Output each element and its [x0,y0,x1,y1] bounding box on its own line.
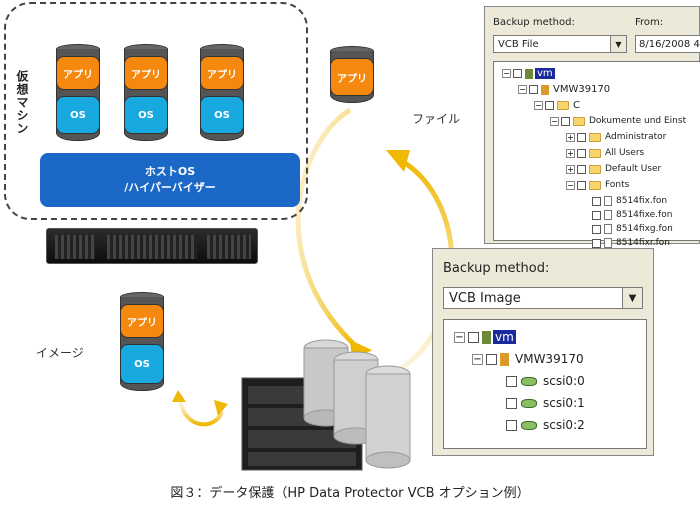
host-os-hypervisor: ホストOS /ハイパーバイザー [40,153,300,207]
os-block: OS [120,344,164,384]
file-tree: − vm − VMW39170 − C − Dokumente und Eins… [493,61,700,248]
tree-node-host[interactable]: − VMW39170 [472,352,584,366]
disk-icon [521,376,537,386]
server-icon [482,330,491,344]
image-flow-arrow [178,399,224,427]
tree-node-c[interactable]: − C [534,100,580,111]
image-loop-arrowhead-left [172,390,186,402]
tree-node-disk[interactable]: scsi0:0 [506,374,585,388]
file-icon [604,210,612,220]
tree-node-disk[interactable]: scsi0:2 [506,418,585,432]
app-block: アプリ [56,56,100,90]
disk-icon [521,398,537,408]
os-block: OS [56,96,100,134]
file-icon [604,224,612,234]
virtual-machine-label: 仮想マシン [15,70,29,135]
os-block: OS [124,96,168,134]
server-icon [500,352,509,366]
backup-server-storage-image [241,339,411,471]
chevron-down-icon[interactable]: ▼ [610,36,626,52]
app-block: アプリ [124,56,168,90]
file-backup-dialog: Backup method: From: VCB File ▼ 8/16/200… [484,6,700,248]
tree-node-disk[interactable]: scsi0:1 [506,396,585,410]
folder-icon [573,116,585,126]
tree-node-vm[interactable]: − vm [502,68,555,79]
file-icon [604,238,612,248]
app-block: アプリ [330,58,374,96]
app-block: アプリ [200,56,244,90]
from-label: From: [635,17,664,28]
backup-method-label: Backup method: [493,17,575,28]
file-label: ファイル [412,112,461,126]
file-app-cylinder: アプリ [330,46,374,104]
image-loop-arrowhead-right [214,400,228,416]
folder-icon [589,132,601,142]
rack-server-image [46,228,258,264]
from-date-field[interactable]: 8/16/2008 4 [635,35,700,53]
folder-icon [589,164,601,174]
server-icon [541,84,549,95]
tree-node-file[interactable]: 8514fixr.fon [592,238,670,248]
tree-node-vm[interactable]: − vm [454,330,516,344]
vm-icon: vm [493,330,516,344]
tree-node-file[interactable]: 8514fixe.fon [592,210,672,220]
hypervisor-text: /ハイパーバイザー [124,181,216,194]
tree-node-host[interactable]: − VMW39170 [518,84,611,95]
tree-node-dokumente[interactable]: − Dokumente und Einst [550,116,687,126]
backup-method-label: Backup method: [443,261,550,276]
vm-cylinder-2: アプリ OS [124,44,168,142]
tree-node-file[interactable]: 8514fix.fon [592,196,667,206]
storage-cylinders [303,339,411,469]
backup-method-select[interactable]: VCB File ▼ [493,35,627,53]
tree-node-administrator[interactable]: + Administrator [566,132,667,142]
tree-node-fonts[interactable]: − Fonts [566,180,630,190]
folder-icon [589,180,601,190]
os-block: OS [200,96,244,134]
vm-cylinder-3: アプリ OS [200,44,244,142]
tree-node-all-users[interactable]: + All Users [566,148,645,158]
image-vm-cylinder: アプリ OS [120,292,164,392]
file-arrowhead [386,150,410,172]
vm-icon: vm [535,68,555,79]
folder-icon [589,148,601,158]
image-label: イメージ [36,346,84,360]
chevron-down-icon[interactable]: ▼ [622,288,642,308]
virtual-machines-group [4,2,308,220]
file-icon [604,196,612,206]
disk-icon [521,420,537,430]
host-os-text: ホストOS [144,165,196,178]
image-tree: − vm − VMW39170 scsi0:0 scsi0:1 scsi0:2 [443,319,647,449]
tree-node-default-user[interactable]: + Default User [566,164,662,174]
figure-caption: 図３：データ保護（HP Data Protector VCB オプション例） [170,486,530,501]
image-backup-dialog: Backup method: VCB Image ▼ − vm − VMW391… [432,248,654,456]
backup-method-select[interactable]: VCB Image ▼ [443,287,643,309]
vm-cylinder-1: アプリ OS [56,44,100,142]
server-icon [525,68,533,79]
app-block: アプリ [120,304,164,338]
folder-icon [557,101,569,110]
tree-node-file[interactable]: 8514fixg.fon [592,224,673,234]
